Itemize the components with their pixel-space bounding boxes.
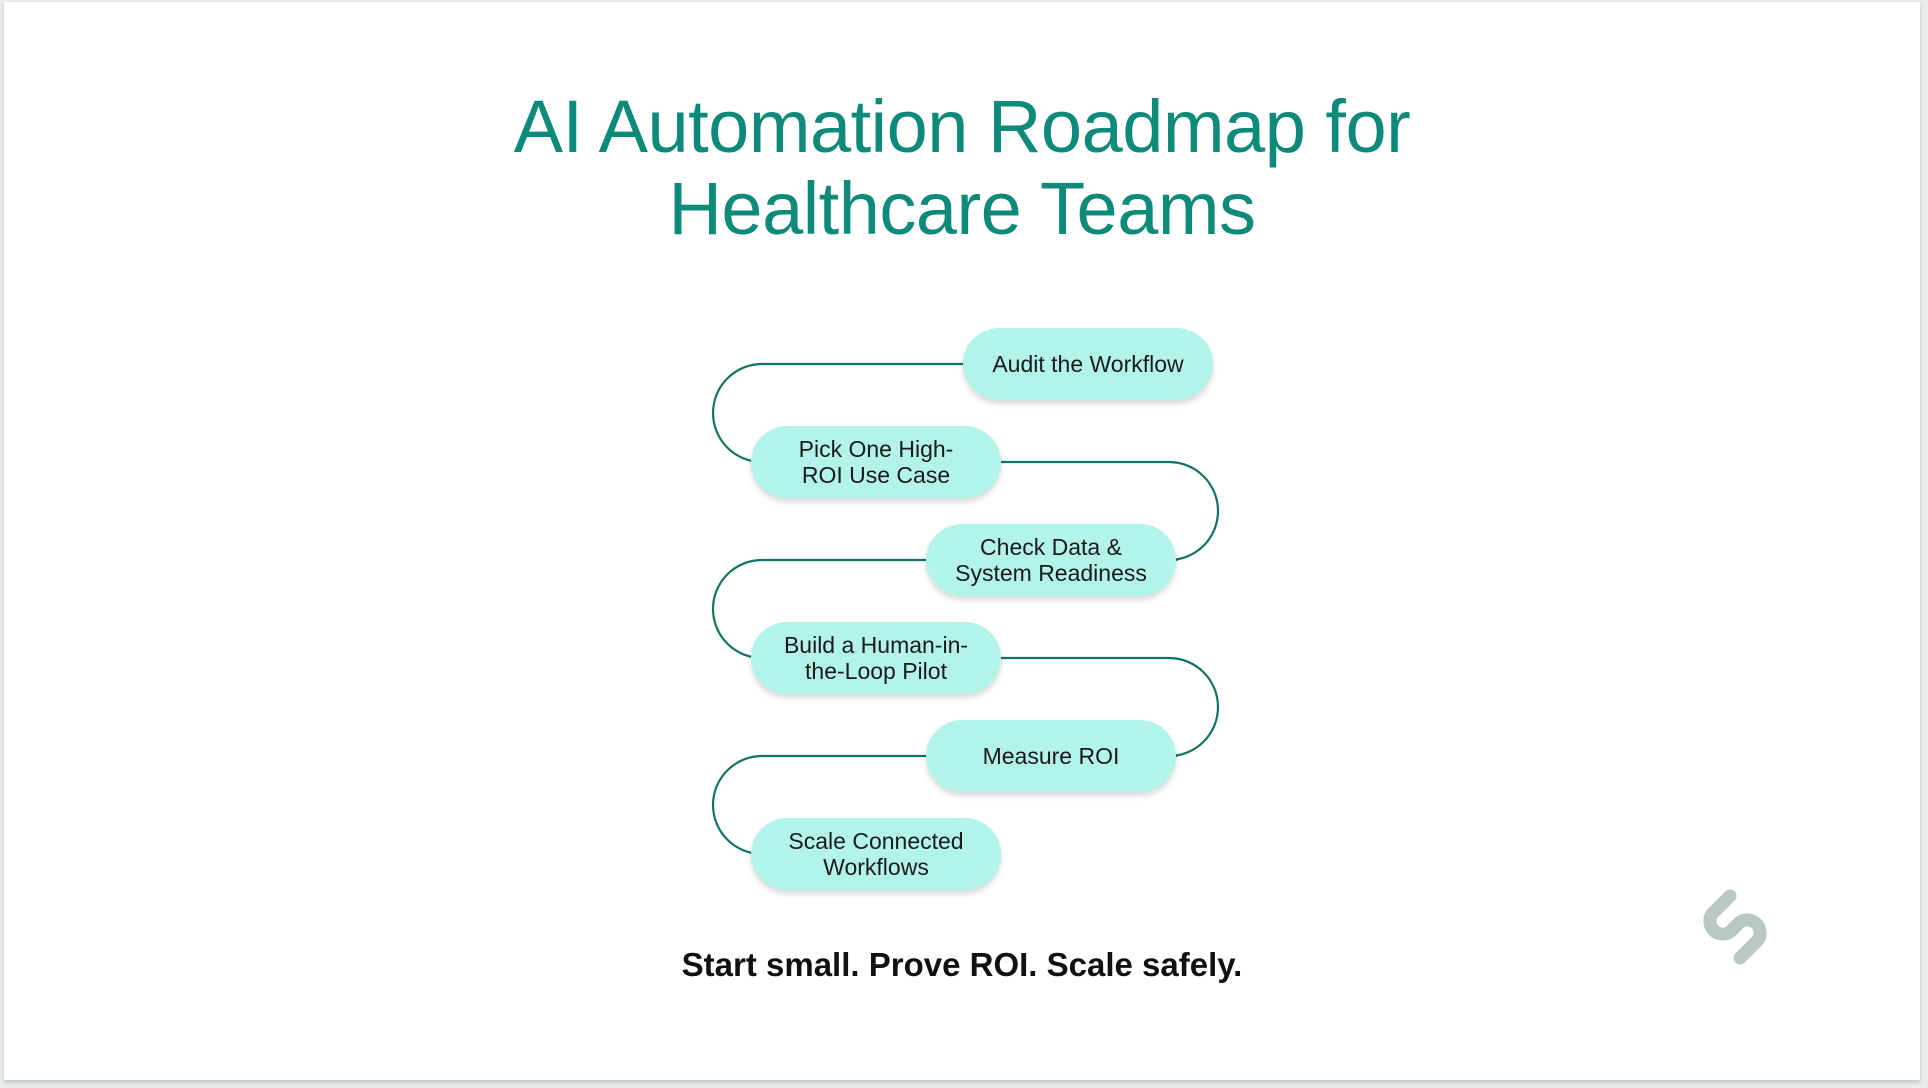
step-label: Measure ROI xyxy=(982,743,1120,769)
slide: AI Automation Roadmap for Healthcare Tea… xyxy=(4,2,1920,1080)
step-build-pilot: Build a Human-in- the-Loop Pilot xyxy=(751,622,1001,694)
connector-5-6 xyxy=(711,754,928,856)
step-check-data-readiness: Check Data & System Readiness xyxy=(926,524,1176,596)
roadmap-connectors xyxy=(711,362,1220,856)
step-label-line-1: Check Data & xyxy=(980,534,1122,560)
chain-link-logo-icon xyxy=(1703,889,1767,965)
title-line-1: AI Automation Roadmap for xyxy=(513,85,1411,168)
step-audit-workflow: Audit the Workflow xyxy=(963,328,1213,400)
step-scale-workflows: Scale Connected Workflows xyxy=(751,818,1001,890)
connector-4-5 xyxy=(1000,656,1220,758)
connector-1-2 xyxy=(711,362,966,464)
step-label-line-2: the-Loop Pilot xyxy=(805,658,947,684)
step-label: Audit the Workflow xyxy=(992,351,1184,377)
tagline: Start small. Prove ROI. Scale safely. xyxy=(681,946,1243,983)
step-label-line-1: Scale Connected xyxy=(788,828,964,854)
connector-2-3 xyxy=(1000,460,1220,562)
step-label-line-2: ROI Use Case xyxy=(801,462,951,488)
page-title: AI Automation Roadmap for Healthcare Tea… xyxy=(4,86,1920,250)
title-line-2: Healthcare Teams xyxy=(668,167,1256,250)
step-label-line-2: Workflows xyxy=(823,854,929,880)
connector-3-4 xyxy=(711,558,928,660)
step-label-line-1: Pick One High- xyxy=(798,436,954,462)
step-label-line-1: Build a Human-in- xyxy=(783,632,969,658)
step-measure-roi: Measure ROI xyxy=(926,720,1176,792)
step-label-line-2: System Readiness xyxy=(955,560,1147,586)
step-pick-use-case: Pick One High- ROI Use Case xyxy=(751,426,1001,498)
